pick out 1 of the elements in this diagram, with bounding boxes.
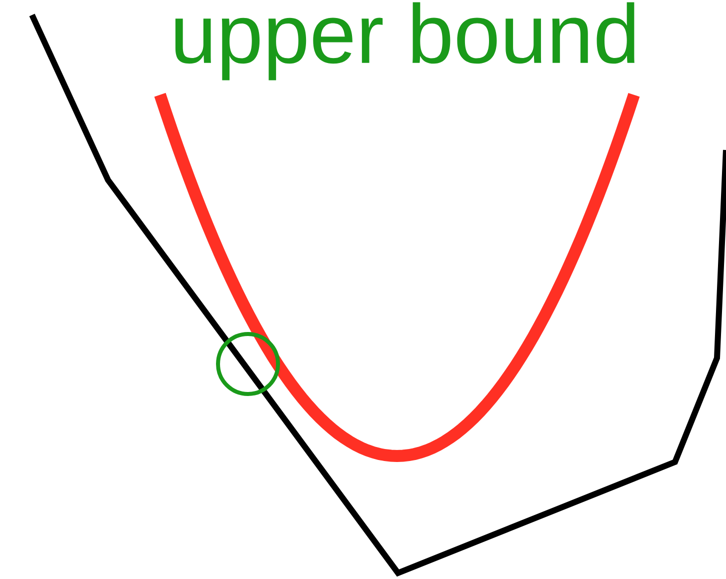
curve-label: upper bound [175, 2, 634, 80]
